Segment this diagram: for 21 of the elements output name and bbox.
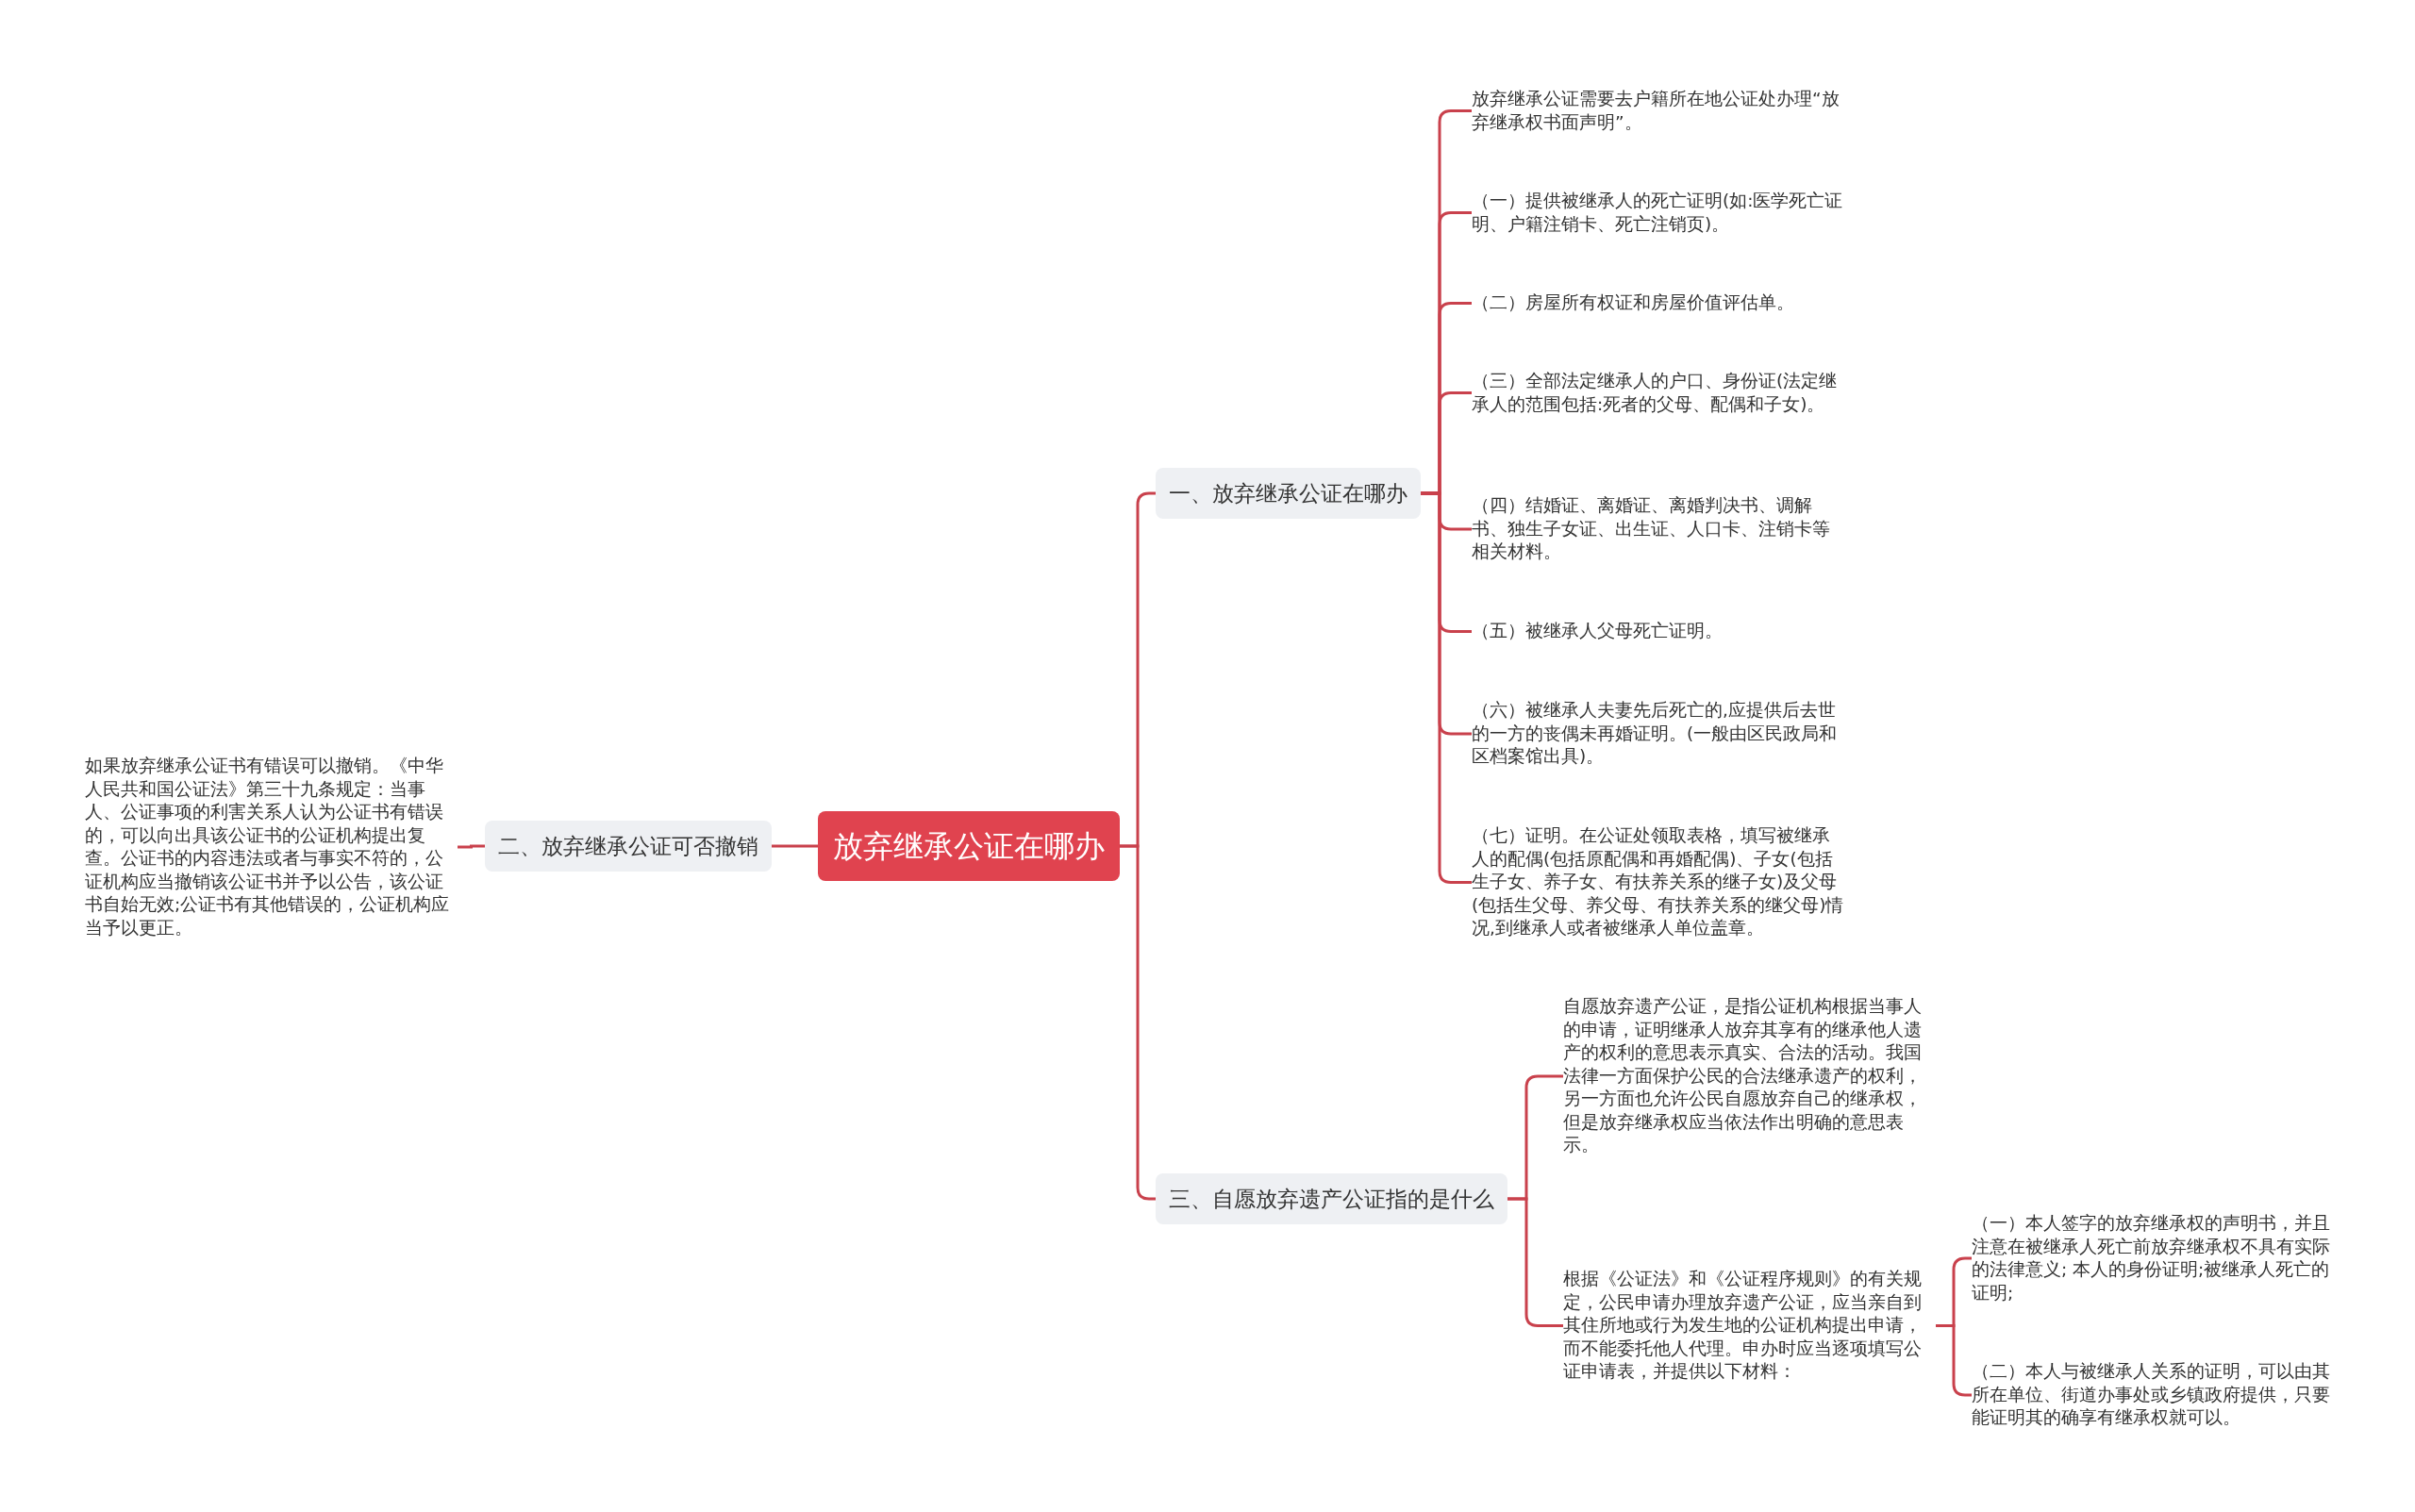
topic-text: （二）本人与被继承人关系的证明，可以由其所在单位、街道办事处或乡镇政府提供，只要能证明其的确享有继承权就可以。 — [1972, 1360, 2344, 1430]
connector-line — [772, 844, 818, 848]
topic-text: （三）全部法定继承人的户口、身份证(法定继承人的范围包括:死者的父母、配偶和子女)。 — [1472, 370, 1844, 416]
topic-text: 如果放弃继承公证书有错误可以撤销。《中华人民共和国公证法》第三十九条规定：当事人、公证事项的利害关系人认为公证书有错误的，可以向出具该公证书的公证机构提出复查。公证书的内容违法或者与事实不符的，公证机构应当撤销该公证书并予以公告，该公证书自始无效;公证书有其他错误的，公证机构应当予以更正。 — [85, 755, 458, 939]
topic-text: 放弃继承公证需要去户籍所在地公证处办理“放弃继承权书面声明”。 — [1472, 88, 1844, 134]
topic-text: （五）被继承人父母死亡证明。 — [1472, 620, 1844, 643]
topic-text: （二）房屋所有权证和房屋价值评估单。 — [1472, 291, 1844, 315]
topic-text: 自愿放弃遗产公证，是指公证机构根据当事人的申请，证明继承人放弃其享有的继承他人遗产的权利的意思表示真实、合法的活动。我国法律一方面保护公民的合法继承遗产的权利，另一方面也允许公民自愿放弃自己的继承权，但是放弃继承权应当依法作出明确的意思表示。 — [1563, 995, 1936, 1157]
connector-line — [1507, 1197, 1563, 1327]
topic-box: 一、放弃继承公证在哪办 — [1156, 468, 1421, 519]
topic-text: （一）本人签字的放弃继承权的声明书，并且注意在被继承人死亡前放弃继承权不具有实际的法律意义; 本人的身份证明;被继承人死亡的证明; — [1972, 1212, 2344, 1304]
topic-text: （四）结婚证、离婚证、离婚判决书、调解书、独生子女证、出生证、人口卡、注销卡等相关材料。 — [1472, 494, 1844, 564]
topic-text: （六）被继承人夫妻先后死亡的,应提供后去世的一方的丧偶未再婚证明。(一般由区民政局和区档案馆出具)。 — [1472, 699, 1844, 769]
connector-line — [1421, 491, 1472, 884]
topic-box: 二、放弃继承公证可否撤销 — [485, 821, 772, 872]
topic-text: （一）提供被继承人的死亡证明(如:医学死亡证明、户籍注销卡、死亡注销页)。 — [1472, 190, 1844, 236]
topic-box: 三、自愿放弃遗产公证指的是什么 — [1156, 1173, 1507, 1224]
central-topic: 放弃继承公证在哪办 — [818, 811, 1120, 881]
topic-text: 根据《公证法》和《公证程序规则》的有关规定，公民申请办理放弃遗产公证，应当亲自到其住所地或行为发生地的公证机构提出申请，而不能委托他人代理。申办时应当逐项填写公证申请表，并提供以下材料： — [1563, 1268, 1936, 1384]
topic-text: （七）证明。在公证处领取表格，填写被继承人的配偶(包括原配偶和再婚配偶)、子女(包括生子女、养子女、有扶养关系的继子女)及父母(包括生父母、养父母、有扶养关系的继父母)情况,到继承人或者被继承人单位盖章。 — [1472, 824, 1844, 940]
connector-line — [458, 844, 485, 849]
